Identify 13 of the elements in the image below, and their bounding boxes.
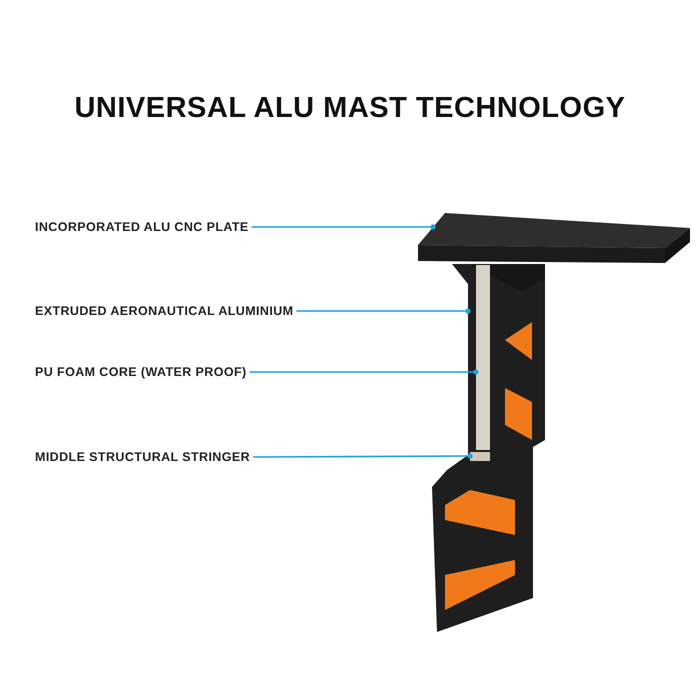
part-label: INCORPORATED ALU CNC PLATE — [35, 219, 249, 235]
leader-line — [253, 453, 473, 459]
stringer — [470, 452, 490, 461]
title: UNIVERSAL ALU MAST TECHNOLOGY — [73, 92, 626, 125]
leader-line — [252, 224, 436, 230]
leader-line — [250, 369, 479, 375]
mounting-plate — [418, 213, 690, 263]
mast-shell — [432, 264, 545, 632]
part-label: PU FOAM CORE (WATER PROOF) — [35, 364, 247, 380]
part-label: MIDDLE STRUCTURAL STRINGER — [35, 449, 250, 465]
leader-line — [296, 308, 471, 314]
part-label: EXTRUDED AERONAUTICAL ALUMINIUM — [35, 303, 294, 319]
foam-core — [476, 265, 490, 450]
